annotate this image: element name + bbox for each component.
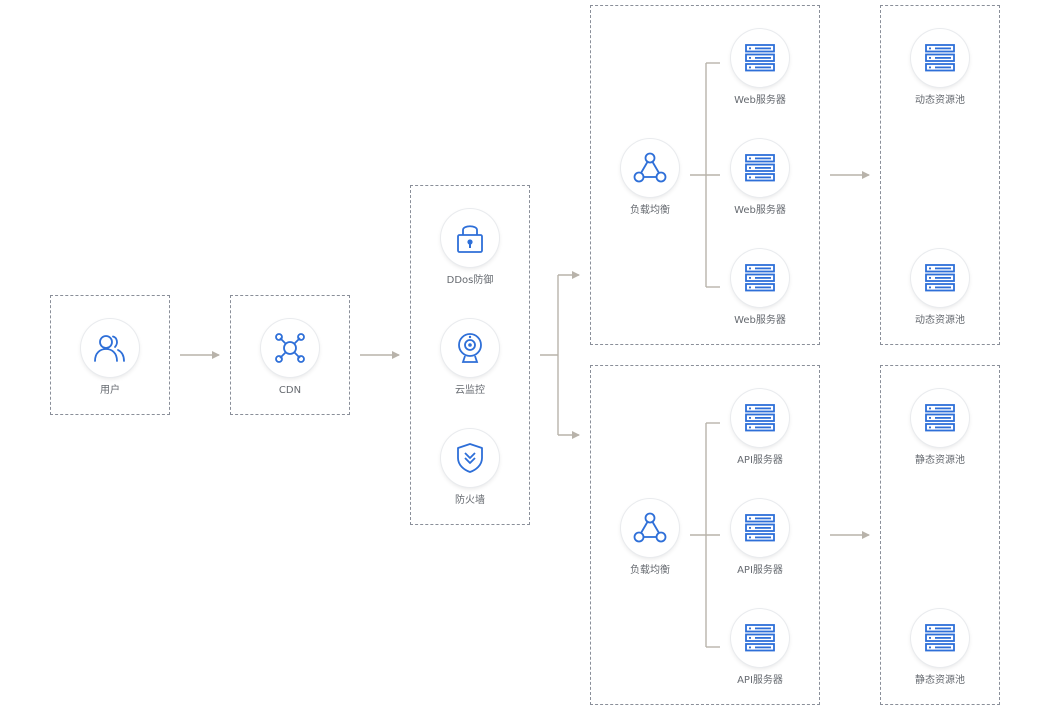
cdn-group: [230, 295, 350, 415]
load-balancer-web-circle: [621, 139, 679, 197]
load-balancer-icon: [633, 152, 667, 183]
server-icon: [925, 44, 955, 72]
load-balancer-web-label: 负载均衡: [630, 205, 670, 216]
user-node-circle: [81, 319, 139, 377]
security-group: [410, 185, 530, 525]
dynamic-pool-label-2: 动态资源池: [915, 315, 965, 326]
web-server-circle-2: [731, 139, 789, 197]
api-server-node-2[interactable]: API服务器: [720, 499, 800, 577]
user-label: 用户: [100, 385, 120, 396]
firewall-label: 防火墙: [455, 495, 485, 506]
server-icon: [745, 624, 775, 652]
dynamic-pool-group: [880, 5, 1000, 345]
server-icon: [925, 624, 955, 652]
api-server-circle-3: [731, 609, 789, 667]
monitor-label: 云监控: [455, 385, 485, 396]
dynamic-pool-node-2[interactable]: 动态资源池: [900, 249, 980, 327]
static-pool-circle-1: [911, 389, 969, 447]
dynamic-pool-label-1: 动态资源池: [915, 95, 965, 106]
dynamic-pool-node-1[interactable]: 动态资源池: [900, 29, 980, 107]
static-pool-node-1[interactable]: 静态资源池: [900, 389, 980, 467]
static-pool-label-1: 静态资源池: [915, 455, 965, 466]
load-balancer-web-node[interactable]: 负载均衡: [610, 139, 690, 217]
static-pool-group: [880, 365, 1000, 705]
shield-icon: [457, 443, 483, 473]
dynamic-pool-circle-2: [911, 249, 969, 307]
server-icon: [745, 154, 775, 182]
load-balancer-icon: [633, 512, 667, 543]
server-icon: [925, 264, 955, 292]
web-server-node-3[interactable]: Web服务器: [720, 249, 800, 327]
ddos-label: DDos防御: [446, 275, 494, 286]
api-server-circle-2: [731, 499, 789, 557]
static-pool-circle-2: [911, 609, 969, 667]
web-server-node-2[interactable]: Web服务器: [720, 139, 800, 217]
users-icon: [94, 335, 125, 362]
static-pool-node-2[interactable]: 静态资源池: [900, 609, 980, 687]
api-server-label-2: API服务器: [737, 565, 783, 576]
api-server-node-1[interactable]: API服务器: [720, 389, 800, 467]
web-cluster-group: [590, 5, 820, 345]
web-server-node-1[interactable]: Web服务器: [720, 29, 800, 107]
ddos-node-circle: [441, 209, 499, 267]
server-icon: [745, 264, 775, 292]
load-balancer-api-label: 负载均衡: [630, 565, 670, 576]
webcam-icon: [458, 333, 482, 363]
api-server-circle-1: [731, 389, 789, 447]
monitor-node[interactable]: 云监控: [430, 319, 510, 397]
dynamic-pool-circle-1: [911, 29, 969, 87]
server-icon: [745, 404, 775, 432]
api-server-node-3[interactable]: API服务器: [720, 609, 800, 687]
user-group: [50, 295, 170, 415]
server-icon: [745, 44, 775, 72]
web-server-circle-1: [731, 29, 789, 87]
web-server-label-3: Web服务器: [734, 315, 786, 326]
static-pool-label-2: 静态资源池: [915, 675, 965, 686]
cdn-node[interactable]: CDN: [250, 319, 330, 397]
server-icon: [925, 404, 955, 432]
monitor-node-circle: [441, 319, 499, 377]
load-balancer-api-node[interactable]: 负载均衡: [610, 499, 690, 577]
server-icon: [745, 514, 775, 542]
network-hub-icon: [275, 333, 305, 363]
cdn-label: CDN: [278, 385, 302, 396]
load-balancer-api-circle: [621, 499, 679, 557]
firewall-node-circle: [441, 429, 499, 487]
web-server-circle-3: [731, 249, 789, 307]
user-node[interactable]: 用户: [70, 319, 150, 397]
api-cluster-group: [590, 365, 820, 705]
firewall-node[interactable]: 防火墙: [430, 429, 510, 507]
lock-icon: [457, 225, 483, 253]
web-server-label-2: Web服务器: [734, 205, 786, 216]
api-server-label-3: API服务器: [737, 675, 783, 686]
cdn-node-circle: [261, 319, 319, 377]
ddos-node[interactable]: DDos防御: [430, 209, 510, 287]
web-server-label-1: Web服务器: [734, 95, 786, 106]
api-server-label-1: API服务器: [737, 455, 783, 466]
